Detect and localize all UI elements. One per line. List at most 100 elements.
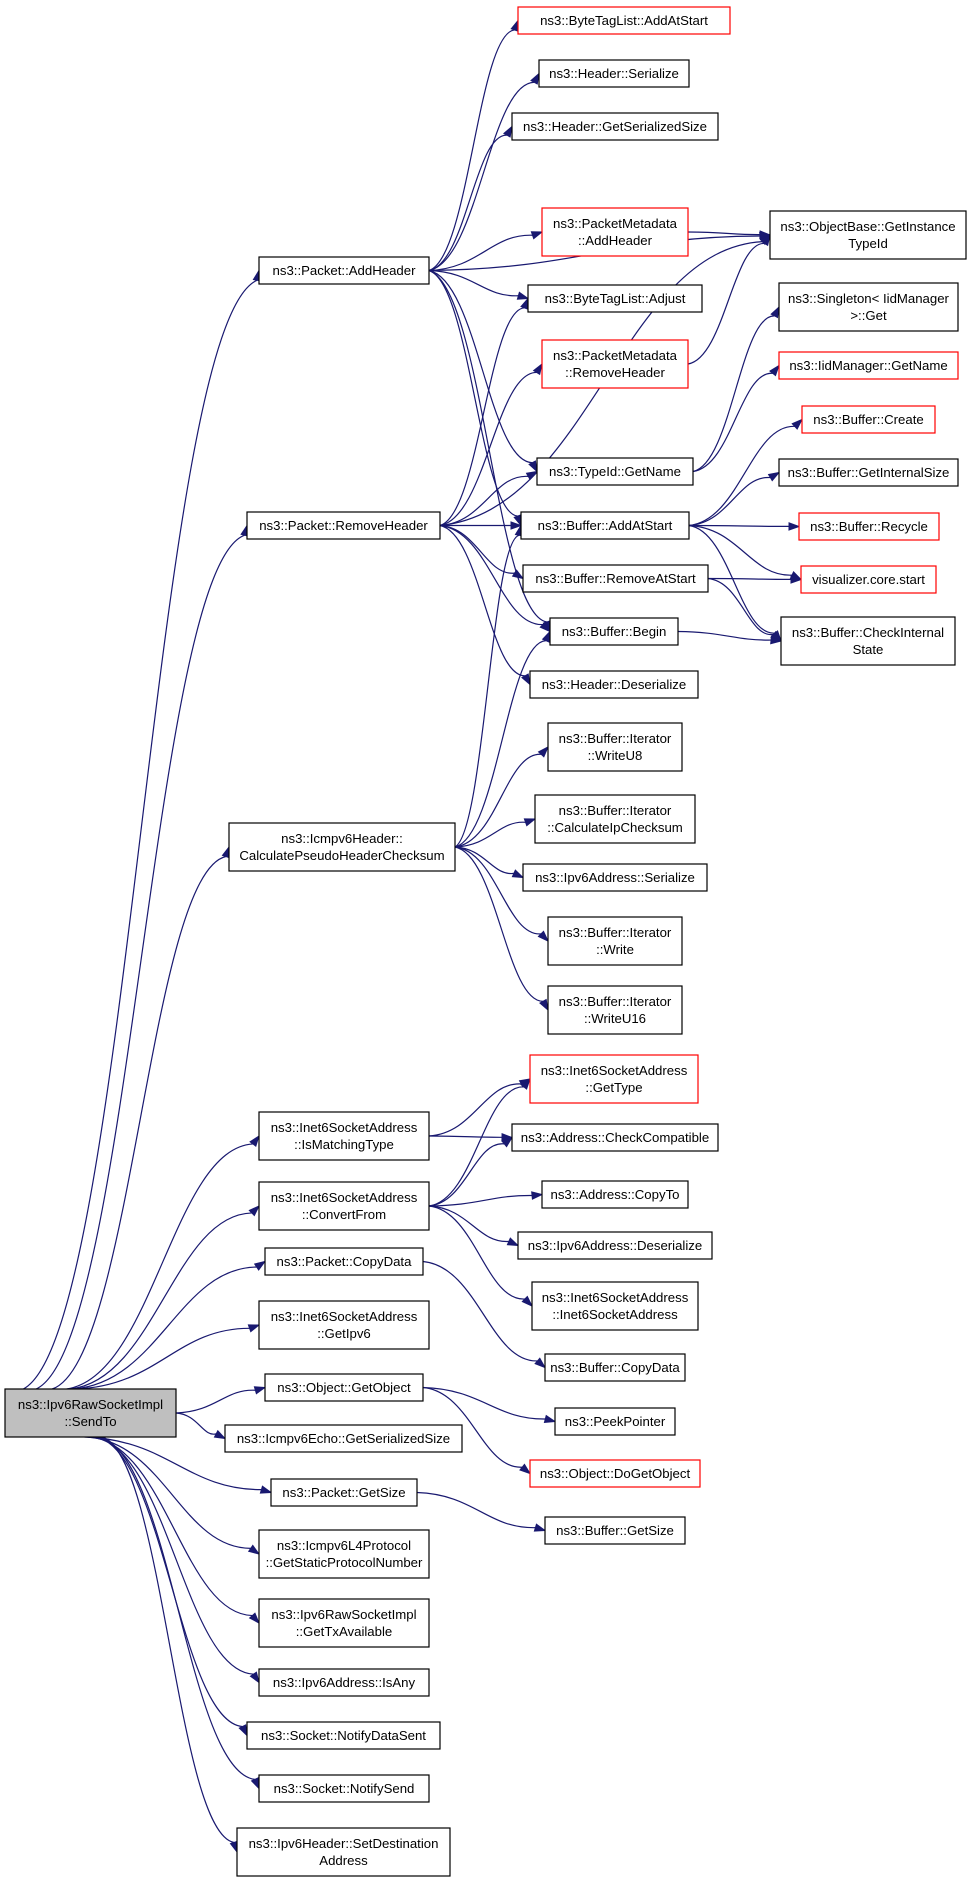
graph-node-n12[interactable]: ns3::TypeId::GetName (536, 457, 694, 486)
node-label: ns3::Socket::NotifySend (274, 1781, 415, 1796)
graph-node-n28[interactable]: ns3::Inet6SocketAddress::GetType (529, 1054, 699, 1104)
node-box (800, 565, 937, 594)
node-box (264, 1247, 424, 1276)
graph-node-n9[interactable]: ns3::PacketMetadata::RemoveHeader (541, 339, 689, 389)
graph-node-n35[interactable]: ns3::Inet6SocketAddress::Inet6SocketAddr… (531, 1281, 699, 1331)
graph-node-n38[interactable]: ns3::Object::GetObject (264, 1373, 424, 1402)
call-edge-n23-n19 (454, 640, 547, 848)
arrowhead (530, 231, 544, 240)
node-box (549, 617, 679, 646)
node-label: ::AddHeader (578, 233, 653, 248)
node-box (801, 405, 936, 434)
graph-node-n33[interactable]: ns3::Ipv6Address::Deserialize (517, 1231, 713, 1260)
node-label: ns3::Inet6SocketAddress (271, 1309, 418, 1324)
graph-node-n3[interactable]: ns3::Header::Serialize (538, 59, 690, 88)
graph-node-n46[interactable]: ns3::Ipv6Address::IsAny (258, 1668, 430, 1697)
graph-node-n15[interactable]: ns3::Buffer::AddAtStart (520, 511, 690, 540)
graph-node-n42[interactable]: ns3::Packet::GetSize (270, 1478, 418, 1507)
graph-node-n8[interactable]: ns3::Singleton< IidManager>::Get (778, 282, 959, 332)
graph-node-n10[interactable]: ns3::IidManager::GetName (778, 351, 959, 380)
arrowhead (790, 575, 803, 584)
graph-node-n44[interactable]: ns3::Icmpv6L4Protocol::GetStaticProtocol… (258, 1529, 430, 1579)
node-box (529, 1459, 701, 1488)
graph-node-n4[interactable]: ns3::Header::GetSerializedSize (511, 112, 719, 141)
graph-node-n2[interactable]: ns3::ByteTagList::AddAtStart (517, 6, 731, 35)
call-edge-n0-n44 (87, 1436, 251, 1549)
call-edge-n31-n30 (428, 1143, 505, 1207)
node-box (258, 1668, 430, 1697)
node-label: >::Get (850, 308, 887, 323)
graph-node-n48[interactable]: ns3::Socket::NotifySend (258, 1774, 430, 1803)
arrowhead (791, 418, 804, 430)
graph-node-n19[interactable]: ns3::Buffer::Begin (549, 617, 679, 646)
graph-node-n32[interactable]: ns3::Address::CopyTo (541, 1180, 689, 1209)
call-edge-n23-n27 (454, 846, 544, 1002)
node-label: ns3::Buffer::Recycle (810, 519, 928, 534)
graph-node-n23[interactable]: ns3::Icmpv6Header::CalculatePseudoHeader… (228, 822, 456, 872)
graph-node-n13[interactable]: ns3::Buffer::GetInternalSize (778, 458, 959, 487)
arrowhead (523, 818, 537, 827)
graph-node-n40[interactable]: ns3::Icmpv6Echo::GetSerializedSize (224, 1424, 463, 1453)
graph-node-n25[interactable]: ns3::Ipv6Address::Serialize (522, 863, 708, 892)
node-label: ::SendTo (64, 1414, 116, 1429)
call-edge-n19-n20 (677, 630, 772, 641)
node-box (258, 1181, 430, 1231)
graph-node-n21[interactable]: ns3::Header::Deserialize (529, 670, 699, 699)
graph-node-n37[interactable]: ns3::Buffer::CopyData (544, 1353, 686, 1382)
graph-node-n41[interactable]: ns3::Object::DoGetObject (529, 1459, 701, 1488)
arrowhead (788, 522, 801, 531)
graph-node-n39[interactable]: ns3::PeekPointer (554, 1407, 676, 1436)
call-edge-n0-n31 (70, 1212, 252, 1390)
graph-node-n31[interactable]: ns3::Inet6SocketAddress::ConvertFrom (258, 1181, 430, 1231)
graph-node-n36[interactable]: ns3::Inet6SocketAddress::GetIpv6 (258, 1300, 430, 1350)
call-edge-n31-n35 (428, 1205, 525, 1300)
node-box (531, 1281, 699, 1331)
node-label: ns3::TypeId::GetName (549, 464, 681, 479)
graph-node-n34[interactable]: ns3::Packet::CopyData (264, 1247, 424, 1276)
call-edge-n29-n30 (428, 1135, 503, 1138)
call-edge-n0-n36 (76, 1327, 250, 1390)
call-edge-n0-n29 (66, 1143, 253, 1390)
graph-node-n43[interactable]: ns3::Buffer::GetSize (544, 1516, 686, 1545)
graph-node-n14[interactable]: ns3::Packet::RemoveHeader (246, 511, 441, 540)
call-edge-n1-n6 (428, 234, 533, 272)
arrowhead (519, 1463, 532, 1475)
node-label: ns3::PacketMetadata (553, 216, 678, 231)
arrowhead (516, 291, 530, 300)
node-box (258, 1111, 430, 1161)
graph-node-n29[interactable]: ns3::Inet6SocketAddress::IsMatchingType (258, 1111, 430, 1161)
graph-node-n45[interactable]: ns3::Ipv6RawSocketImpl::GetTxAvailable (258, 1598, 430, 1648)
graph-node-n30[interactable]: ns3::Address::CheckCompatible (511, 1123, 719, 1152)
graph-node-n18[interactable]: visualizer.core.start (800, 565, 937, 594)
arrowhead (249, 1134, 260, 1147)
graph-node-n26[interactable]: ns3::Buffer::Iterator::Write (547, 916, 683, 966)
node-label: ns3::Packet::AddHeader (273, 263, 417, 278)
graph-node-n47[interactable]: ns3::Socket::NotifyDataSent (246, 1721, 441, 1750)
graph-node-n11[interactable]: ns3::Buffer::Create (801, 405, 936, 434)
node-label: TypeId (848, 236, 888, 251)
graph-node-n1[interactable]: ns3::Packet::AddHeader (258, 256, 430, 285)
graph-node-n27[interactable]: ns3::Buffer::Iterator::WriteU16 (547, 985, 683, 1035)
call-edge-n31-n28 (428, 1086, 524, 1207)
arrowhead (511, 569, 525, 580)
call-edge-n23-n15 (454, 534, 520, 848)
node-label: ns3::Address::CopyTo (550, 1187, 679, 1202)
node-label: ns3::Buffer::Iterator (559, 994, 672, 1009)
call-edge-n6-n5 (687, 231, 761, 236)
graph-node-n0[interactable]: ns3::Ipv6RawSocketImpl::SendTo (4, 1388, 177, 1438)
graph-node-n6[interactable]: ns3::PacketMetadata::AddHeader (541, 207, 689, 257)
arrowhead (248, 1204, 261, 1217)
arrowhead (249, 1671, 260, 1684)
node-box (520, 511, 690, 540)
graph-node-n22[interactable]: ns3::Buffer::Iterator::WriteU8 (547, 722, 683, 772)
node-label: ::CalculateIpChecksum (547, 820, 683, 835)
graph-node-n17[interactable]: ns3::Buffer::RemoveAtStart (522, 564, 709, 593)
graph-node-n7[interactable]: ns3::ByteTagList::Adjust (527, 284, 703, 313)
call-edge-n14-n17 (439, 524, 515, 574)
graph-node-n24[interactable]: ns3::Buffer::Iterator::CalculateIpChecks… (534, 794, 696, 844)
graph-node-n16[interactable]: ns3::Buffer::Recycle (798, 512, 940, 541)
